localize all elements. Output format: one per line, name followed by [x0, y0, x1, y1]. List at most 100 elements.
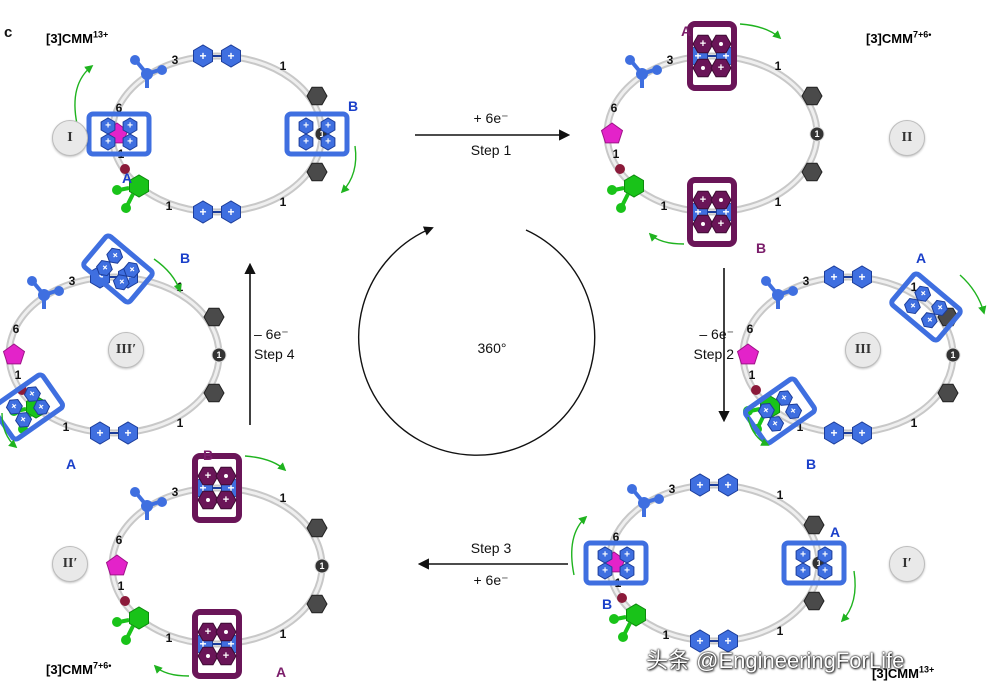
radical-dot [701, 222, 705, 226]
stopper-ball [616, 203, 626, 213]
stopper-ball [618, 632, 628, 642]
step2-name: Step 2 [693, 346, 734, 362]
stopper-ball [761, 276, 771, 286]
stopper-ball [112, 617, 122, 627]
station-number: 1 [118, 579, 125, 593]
station-number: 1 [749, 368, 756, 382]
bipyridinium-hex [193, 200, 213, 224]
station-number: 1 [280, 59, 287, 73]
axle-pivot [314, 558, 330, 574]
state-badge-II-prime: II′ [52, 546, 88, 582]
charge-plus: + [303, 121, 309, 132]
charge-plus: + [779, 392, 790, 404]
ring-hex [122, 133, 138, 151]
station-number: 1 [177, 280, 184, 294]
ring-frame [743, 376, 817, 446]
charge-plus: + [124, 426, 131, 440]
charge-plus: + [105, 137, 111, 148]
station-number: 3 [669, 482, 676, 496]
step1-charge: + 6e⁻ [473, 110, 509, 126]
charge-plus: + [99, 262, 111, 274]
ring-hex [904, 298, 921, 315]
charge-plus: + [105, 121, 111, 132]
charge-plus: + [126, 264, 138, 276]
ring-label-B-s6: B [180, 250, 191, 266]
ring-frame [583, 540, 649, 586]
rotation-arrow-A [1, 412, 18, 449]
junction-ball [751, 385, 761, 395]
ring-hex [710, 58, 732, 78]
blue-ring: ++++ [743, 376, 817, 446]
station-number: 1 [777, 488, 784, 502]
ring-frame [781, 540, 847, 586]
ring-hex [785, 403, 803, 420]
gray-linker-hex [203, 383, 225, 403]
charge-plus: + [718, 62, 724, 74]
stopper-ball [157, 65, 167, 75]
charge-plus: + [205, 470, 211, 482]
charge-plus: + [700, 38, 706, 50]
header-charge: 7+6• [92, 661, 112, 671]
station-number: 3 [667, 53, 674, 67]
station-number: 1 [663, 628, 670, 642]
rotation-arrow-A [959, 274, 987, 315]
gray-linker-hex [803, 515, 825, 535]
charge-plus: + [199, 49, 206, 63]
charge-plus: + [800, 550, 806, 561]
charge-plus: + [724, 634, 731, 648]
stopper-ball [130, 55, 140, 65]
ring-frame [86, 111, 152, 157]
station-number: 1 [816, 558, 821, 568]
charge-plus: + [127, 121, 133, 132]
blue-ring: ++++ [284, 111, 350, 157]
stopper-core [38, 289, 50, 301]
rotation-arrow-B [153, 258, 182, 293]
gray-linker-hex [306, 594, 328, 614]
ring-hex [215, 646, 237, 666]
charge-plus: + [822, 550, 828, 561]
bipyridinium-hex [221, 44, 241, 68]
station-number: 1 [63, 420, 70, 434]
station-number: 6 [611, 101, 618, 115]
charge-plus: + [624, 566, 630, 577]
stopper-ball [627, 484, 637, 494]
gray-linker-hex [203, 307, 225, 327]
charge-plus: + [788, 405, 799, 417]
step4-label: – 6e⁻ Step 4 [254, 324, 324, 364]
stopper-ball [121, 203, 131, 213]
state-badge-I: I [52, 120, 88, 156]
ring-label-A-s5: A [276, 664, 287, 680]
ring-hex [215, 490, 237, 510]
bipyridinium-hex [690, 629, 710, 653]
radical-dot [701, 66, 705, 70]
station-number: 6 [747, 322, 754, 336]
stopper-ball [27, 276, 37, 286]
charge-plus: + [718, 218, 724, 230]
charge-plus: + [694, 205, 701, 219]
ring-hex [920, 312, 938, 329]
charge-plus: + [325, 121, 331, 132]
step1-name: Step 1 [470, 142, 512, 158]
junction-ball [617, 593, 627, 603]
radical-dot [224, 474, 228, 478]
step3-charge: + 6e⁻ [473, 572, 509, 588]
charge-plus: + [700, 194, 706, 206]
panel-letter: c [4, 24, 13, 41]
stopper-ball [607, 185, 617, 195]
gray-linker-hex [803, 591, 825, 611]
ring-hex [100, 133, 116, 151]
charge-plus: + [223, 494, 229, 506]
charge-plus: + [696, 634, 703, 648]
station-number: 1 [319, 129, 324, 139]
charge-plus: + [934, 302, 946, 314]
stopper-core [638, 497, 650, 509]
charge-plus: + [924, 314, 936, 326]
rotation-arrow-A [840, 570, 856, 623]
state-badge-III: III [845, 332, 881, 368]
stopper-ball [54, 286, 64, 296]
station-number: 6 [116, 533, 123, 547]
blue-ring: ++++ [81, 233, 155, 305]
state-badge-II: II [889, 120, 925, 156]
station-number: 6 [116, 101, 123, 115]
